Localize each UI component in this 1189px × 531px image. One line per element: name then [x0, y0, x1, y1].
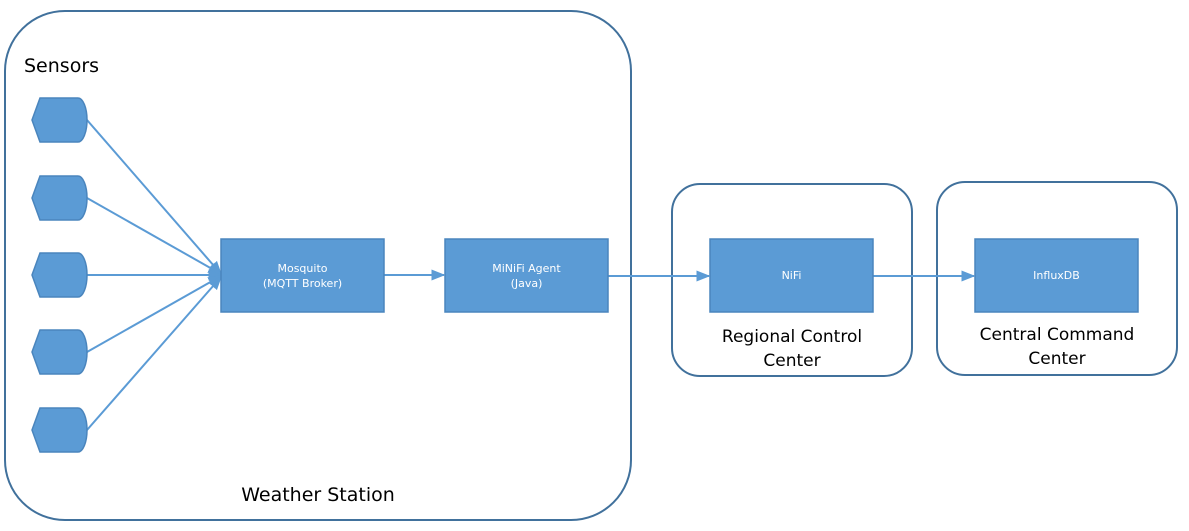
- regional-control-center-container: [671, 183, 913, 377]
- central-command-center-container: [936, 181, 1178, 376]
- mosquito-node-label: Mosquito (MQTT Broker): [221, 239, 384, 312]
- regional-label-line2: Center: [763, 351, 821, 371]
- nifi-label: NiFi: [781, 269, 802, 282]
- mosquito-box: [220, 238, 385, 313]
- influxdb-label: InfluxDB: [1033, 269, 1080, 282]
- nifi-box: [709, 238, 874, 313]
- connector-sensor-1-mosquito: [86, 119, 222, 276]
- regional-control-center-label: Regional Control Center: [682, 325, 902, 373]
- sensor-4-icon: [31, 329, 88, 375]
- nifi-node-label: NiFi: [710, 239, 873, 312]
- minifi-label-line1: MiNiFi Agent: [492, 261, 561, 275]
- influxdb-box: [974, 238, 1139, 313]
- regional-label-line1: Regional Control: [721, 327, 863, 347]
- connector-sensor-5-mosquito: [86, 275, 222, 431]
- connector-sensor-4-mosquito: [86, 275, 223, 353]
- weather-station-label: Weather Station: [241, 484, 395, 506]
- weather-station-container: [4, 10, 632, 521]
- central-label-line1: Central Command: [979, 325, 1135, 345]
- mosquito-label-line2: (MQTT Broker): [262, 276, 343, 290]
- sensor-2-icon: [31, 175, 88, 221]
- connector-sensor-2-mosquito: [86, 197, 223, 275]
- influxdb-node-label: InfluxDB: [975, 239, 1138, 312]
- minifi-node-label: MiNiFi Agent (Java): [445, 239, 608, 312]
- central-label-line2: Center: [1028, 349, 1086, 369]
- sensors-label: Sensors: [24, 55, 100, 77]
- sensor-1-icon: [31, 97, 88, 143]
- minifi-label-line2: (Java): [510, 276, 543, 290]
- minifi-box: [444, 238, 609, 313]
- sensor-5-icon: [31, 407, 88, 453]
- sensor-3-icon: [31, 252, 88, 298]
- mosquito-label-line1: Mosquito: [277, 261, 328, 275]
- central-command-center-label: Central Command Center: [947, 323, 1167, 371]
